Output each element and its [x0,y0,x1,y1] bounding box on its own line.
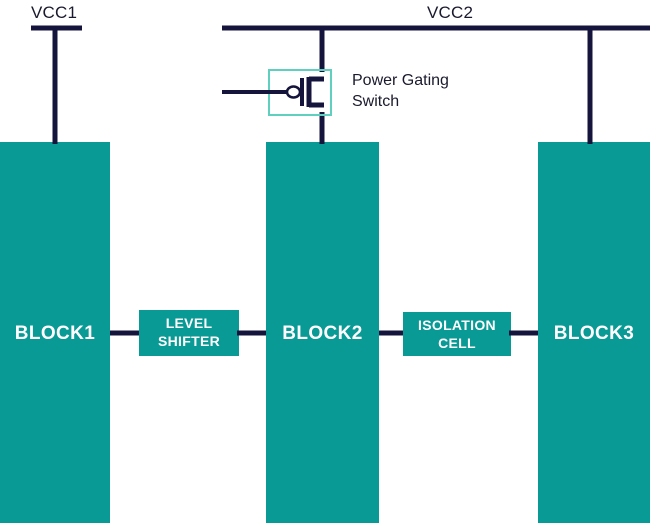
block-rect-block2[interactable] [266,142,379,523]
cell-rect-level-shifter[interactable] [139,310,239,356]
block-label-block2: BLOCK2 [282,323,363,344]
block-rect-block1[interactable] [0,142,110,523]
cell-label-level-shifter-line2: SHIFTER [158,333,220,349]
power-gating-switch-label-line1: Power Gating [352,72,449,89]
cell-label-level-shifter-line1: LEVEL [165,315,213,331]
cell-label-isolation-cell: ISOLATION CELL [403,316,511,352]
block-label-block3: BLOCK3 [553,323,635,344]
vcc2-label: VCC2 [427,3,474,22]
vcc1-label: VCC1 [31,3,78,22]
power-gating-switch-label: Power Gating Switch [352,70,449,112]
cell-label-isolation-cell-line2: CELL [438,335,476,351]
pmos-bubble-icon [285,85,302,99]
block-rect-block3[interactable] [538,142,650,523]
cell-label-level-shifter: LEVEL SHIFTER [139,314,239,350]
cell-rect-isolation-cell[interactable] [403,312,511,356]
cell-label-isolation-cell-line1: ISOLATION [418,317,496,333]
block-label-block1: BLOCK1 [14,323,96,344]
power-gating-switch-label-line2: Switch [352,93,400,110]
